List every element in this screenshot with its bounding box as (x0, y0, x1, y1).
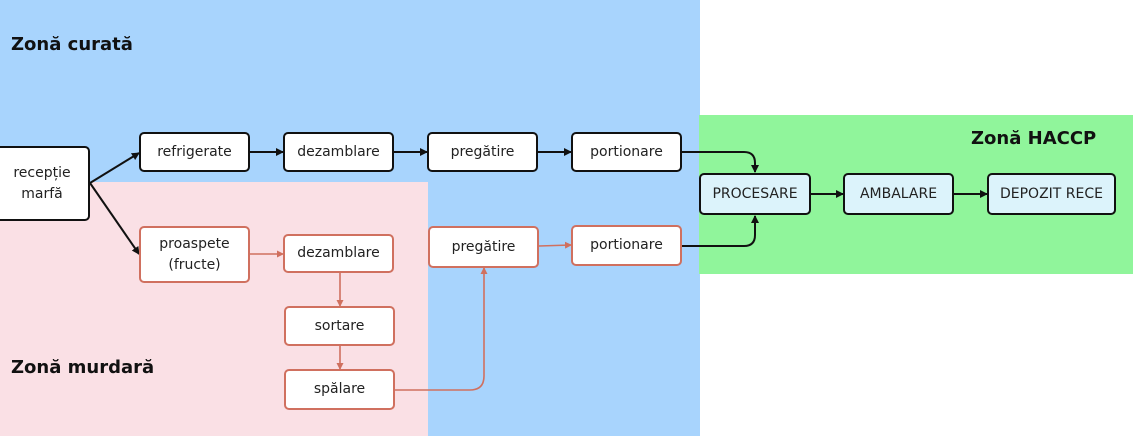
node-depozit: DEPOZIT RECE (987, 173, 1116, 215)
arrow-portionare-procesare-bottom (682, 215, 759, 247)
node-dezamblare-top: dezamblare (283, 132, 394, 172)
node-receptie: recepție marfă (0, 146, 90, 221)
node-portionare-bottom: portionare (571, 225, 682, 266)
dirty-zone-label: Zonă murdară (11, 357, 155, 378)
node-procesare: PROCESARE (699, 173, 811, 215)
arrow-receptie-proaspete (89, 182, 140, 255)
node-portionare-top: portionare (571, 132, 682, 172)
node-sortare: sortare (284, 306, 395, 346)
arrow-spalare-pregatire (395, 267, 488, 391)
node-ambalare: AMBALARE (843, 173, 954, 215)
node-spalare: spălare (284, 369, 395, 410)
haccp-zone-label: Zonă HACCP (971, 128, 1097, 149)
node-proaspete: proaspete (fructe) (139, 226, 250, 283)
node-dezamblare-bottom: dezamblare (283, 234, 394, 273)
node-pregatire-bottom: pregătire (428, 226, 539, 268)
arrow-receptie-refrigerate (89, 152, 140, 184)
clean-zone-label: Zonă curată (11, 34, 133, 55)
arrow-pregatire-portionare-bottom (538, 241, 572, 249)
arrow-portionare-procesare-top (682, 151, 759, 173)
node-refrigerate: refrigerate (139, 132, 250, 172)
node-pregatire-top: pregătire (427, 132, 538, 172)
